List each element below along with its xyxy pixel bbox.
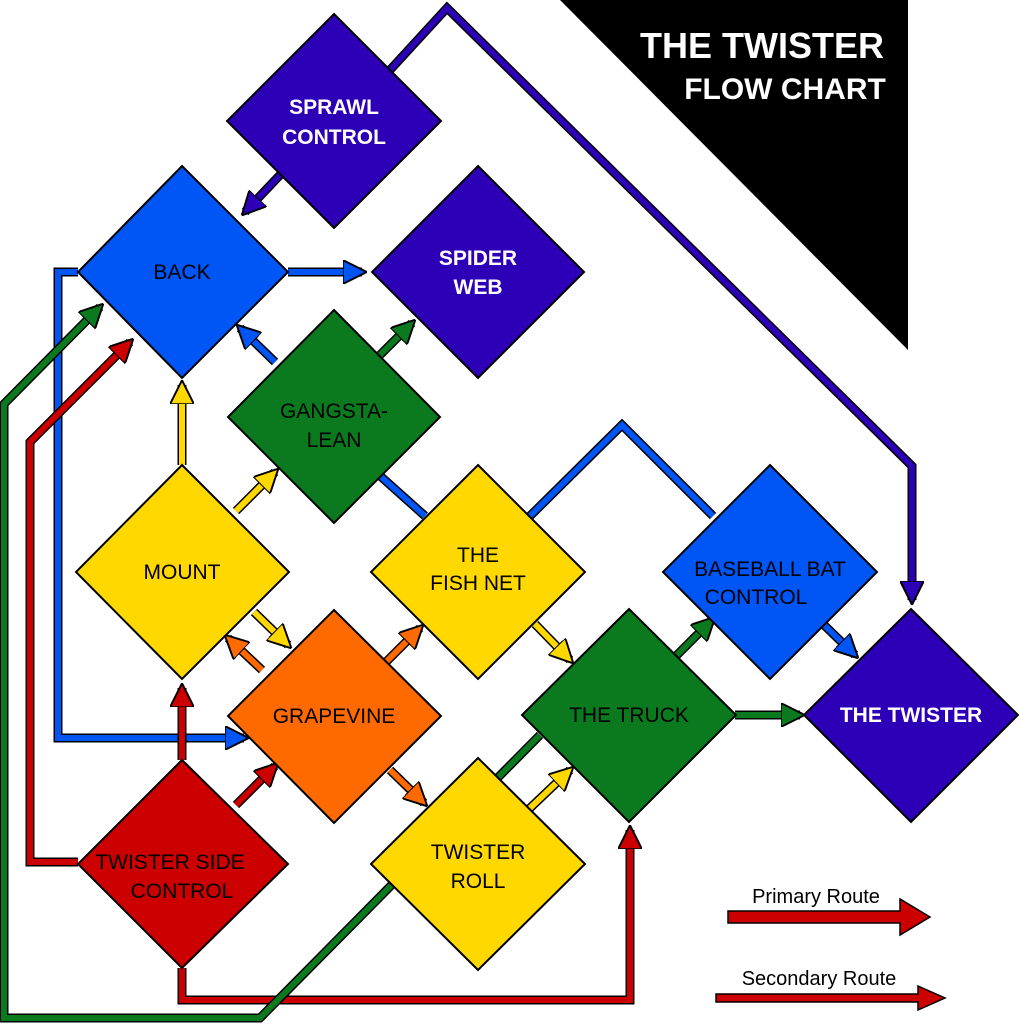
- node-twister-side-control: TWISTER SIDE CONTROL: [76, 758, 290, 970]
- node-grapevine: GRAPEVINE: [226, 608, 443, 825]
- node-gangsta-lean-label-2: LEAN: [307, 429, 362, 452]
- arrow-twister-roll-to-truck: [525, 770, 570, 813]
- node-side-control-label-1: TWISTER SIDE: [95, 851, 244, 874]
- arrow-sprawl-to-back: [245, 172, 283, 212]
- legend-secondary-label: Secondary Route: [742, 968, 897, 990]
- line-fishnet-to-baseball: [527, 420, 716, 519]
- node-truck-label: THE TRUCK: [569, 704, 689, 727]
- arrow-side-to-truck: [179, 830, 630, 1003]
- title-banner: [560, 0, 908, 350]
- node-fish-net-label-2: FISH NET: [430, 572, 526, 595]
- node-gangsta-lean-label-1: GANGSTA-: [280, 400, 388, 423]
- legend-primary-label: Primary Route: [752, 886, 880, 908]
- node-baseball-bat-control: BASEBALL BAT CONTROL: [661, 463, 879, 681]
- node-fish-net-label-1: THE: [457, 544, 499, 567]
- node-sprawl-control-label-2: CONTROL: [282, 126, 386, 149]
- arrow-gangsta-to-spider-web: [377, 323, 412, 358]
- arrow-grapevine-to-mount: [228, 638, 265, 673]
- legend-secondary-arrow: [715, 984, 947, 1012]
- node-sprawl-control: SPRAWL CONTROL: [225, 12, 443, 230]
- node-twister-roll-label-1: TWISTER: [431, 841, 526, 864]
- arrow-grapevine-to-fishnet: [382, 628, 420, 666]
- node-twister-roll: TWISTER ROLL: [369, 756, 587, 972]
- node-twister-label: THE TWISTER: [840, 704, 982, 727]
- node-mount-label: MOUNT: [144, 561, 221, 584]
- arrow-side-to-grapevine: [233, 766, 275, 808]
- node-spider-web-label-2: WEB: [454, 276, 503, 299]
- arrow-mount-to-grapevine: [251, 609, 288, 645]
- legend-primary-arrow: [727, 897, 932, 937]
- node-back-label: BACK: [153, 261, 210, 284]
- arrow-sprawl-to-twister: [387, 3, 912, 600]
- title-line-1: THE TWISTER: [640, 25, 884, 66]
- arrow-truck-to-baseball: [672, 620, 712, 660]
- node-gangsta-lean: GANGSTA- LEAN: [226, 308, 442, 525]
- node-baseball-bat-label-1: BASEBALL BAT: [694, 558, 846, 581]
- arrow-back-to-grapevine: [55, 269, 244, 738]
- arrow-gangsta-to-back: [240, 328, 278, 365]
- legend: Primary Route Secondary Route: [715, 886, 947, 1012]
- node-fish-net: THE FISH NET: [369, 463, 587, 681]
- arrow-fishnet-to-truck: [532, 621, 570, 660]
- node-grapevine-label: GRAPEVINE: [273, 705, 396, 728]
- node-spider-web-label-1: SPIDER: [439, 247, 517, 270]
- node-baseball-bat-label-2: CONTROL: [705, 586, 808, 609]
- line-fishnet-to-gangsta: [376, 471, 427, 519]
- node-side-control-label-2: CONTROL: [131, 880, 234, 903]
- node-sprawl-control-label-1: SPRAWL: [289, 96, 379, 119]
- arrow-truck-to-back: [1, 307, 543, 1021]
- title-line-2: FLOW CHART: [684, 73, 886, 106]
- node-back: BACK: [76, 164, 290, 380]
- arrow-mount-to-gangsta: [233, 472, 275, 514]
- arrow-side-to-back: [27, 342, 130, 865]
- node-the-truck: THE TRUCK: [520, 607, 738, 824]
- node-twister-roll-label-2: ROLL: [451, 870, 506, 893]
- node-spider-web: SPIDER WEB: [370, 164, 586, 380]
- node-the-twister: THE TWISTER: [802, 607, 1019, 824]
- node-mount: MOUNT: [74, 463, 291, 681]
- connectors: [0, 1, 912, 1023]
- arrow-grapevine-to-twister-roll: [387, 767, 424, 803]
- arrow-baseball-to-twister: [820, 621, 855, 655]
